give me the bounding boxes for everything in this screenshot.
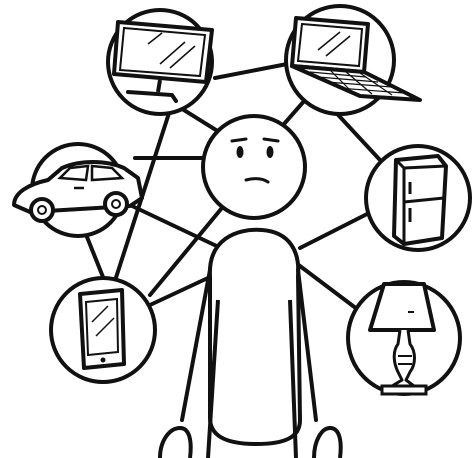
smartphone-icon <box>51 278 155 382</box>
monitor-icon <box>108 10 212 114</box>
figure-head <box>203 116 305 218</box>
figure-body <box>210 230 300 444</box>
refrigerator-icon <box>366 146 470 250</box>
lamp-icon <box>348 282 460 394</box>
